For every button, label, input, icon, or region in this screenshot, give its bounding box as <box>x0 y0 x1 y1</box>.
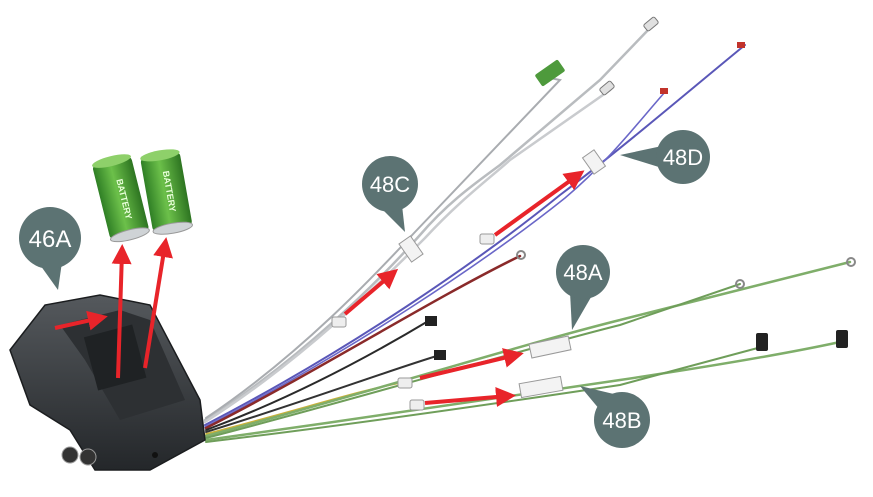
connector-black-2 <box>756 333 768 351</box>
arrow-battery-1 <box>111 244 132 379</box>
arrow-48d <box>493 170 585 237</box>
connector-red-top <box>737 42 745 48</box>
wire-red <box>204 254 522 430</box>
housing-screw <box>152 452 158 458</box>
connector-red-mid <box>660 88 668 94</box>
callout-48d-label: 48D <box>663 145 703 170</box>
tag-48a <box>528 335 572 359</box>
connector-black-4 <box>434 350 446 360</box>
wire-harness <box>203 26 852 443</box>
connector-ring-red <box>516 250 526 260</box>
wire-grey-1 <box>203 26 652 422</box>
clip-1 <box>331 316 347 328</box>
callout-48b-label: 48B <box>602 408 641 433</box>
tag-48c <box>398 235 424 263</box>
battery-2: BATTERY <box>140 149 193 235</box>
clip-3 <box>397 377 413 389</box>
arrow-battery-2 <box>143 237 173 369</box>
wire-blue-2 <box>204 91 666 428</box>
connector-ring-green-1 <box>846 257 856 267</box>
battery-1: BATTERY <box>92 154 150 243</box>
callout-46a-label: 46A <box>29 226 72 253</box>
callout-48c-label: 48C <box>370 172 410 197</box>
wire-green-1 <box>204 260 852 438</box>
callout-48c: 48C <box>362 156 418 232</box>
tag-48b <box>518 375 564 399</box>
connector-ring-green-2 <box>735 279 745 289</box>
connector-grey-mid <box>599 80 615 96</box>
wire-black-1 <box>205 319 431 431</box>
connector-grey-top <box>643 16 659 32</box>
callout-48b: 48B <box>580 386 650 448</box>
batteries: BATTERY BATTERY <box>92 149 193 243</box>
pcb-board <box>535 60 565 86</box>
callout-46a: 46A <box>19 207 81 290</box>
clip-2 <box>479 233 495 245</box>
connector-black-3 <box>425 316 437 326</box>
callout-48a-label: 48A <box>563 260 602 285</box>
tag-48d <box>581 149 607 175</box>
callouts: 46A 48C 48D 48A 48B <box>19 130 710 448</box>
instruction-arrows <box>54 170 585 407</box>
wire-black-2 <box>205 354 441 433</box>
housing-capacitor-2 <box>79 448 97 466</box>
callout-48a: 48A <box>556 245 610 330</box>
arrow-48c <box>343 268 399 316</box>
wire-grey-3 <box>205 77 562 419</box>
housing-capacitor-1 <box>61 446 79 464</box>
wire-connectors <box>331 16 856 411</box>
wire-green-3 <box>204 340 842 442</box>
connector-black-1 <box>836 330 848 348</box>
arrow-48a <box>419 348 524 380</box>
arrow-battery-slot <box>54 310 108 331</box>
arrow-48b <box>424 387 516 407</box>
battery-housing <box>9 294 206 471</box>
wire-blue <box>204 44 746 426</box>
callout-48d: 48D <box>620 130 710 184</box>
clip-4 <box>409 399 425 411</box>
